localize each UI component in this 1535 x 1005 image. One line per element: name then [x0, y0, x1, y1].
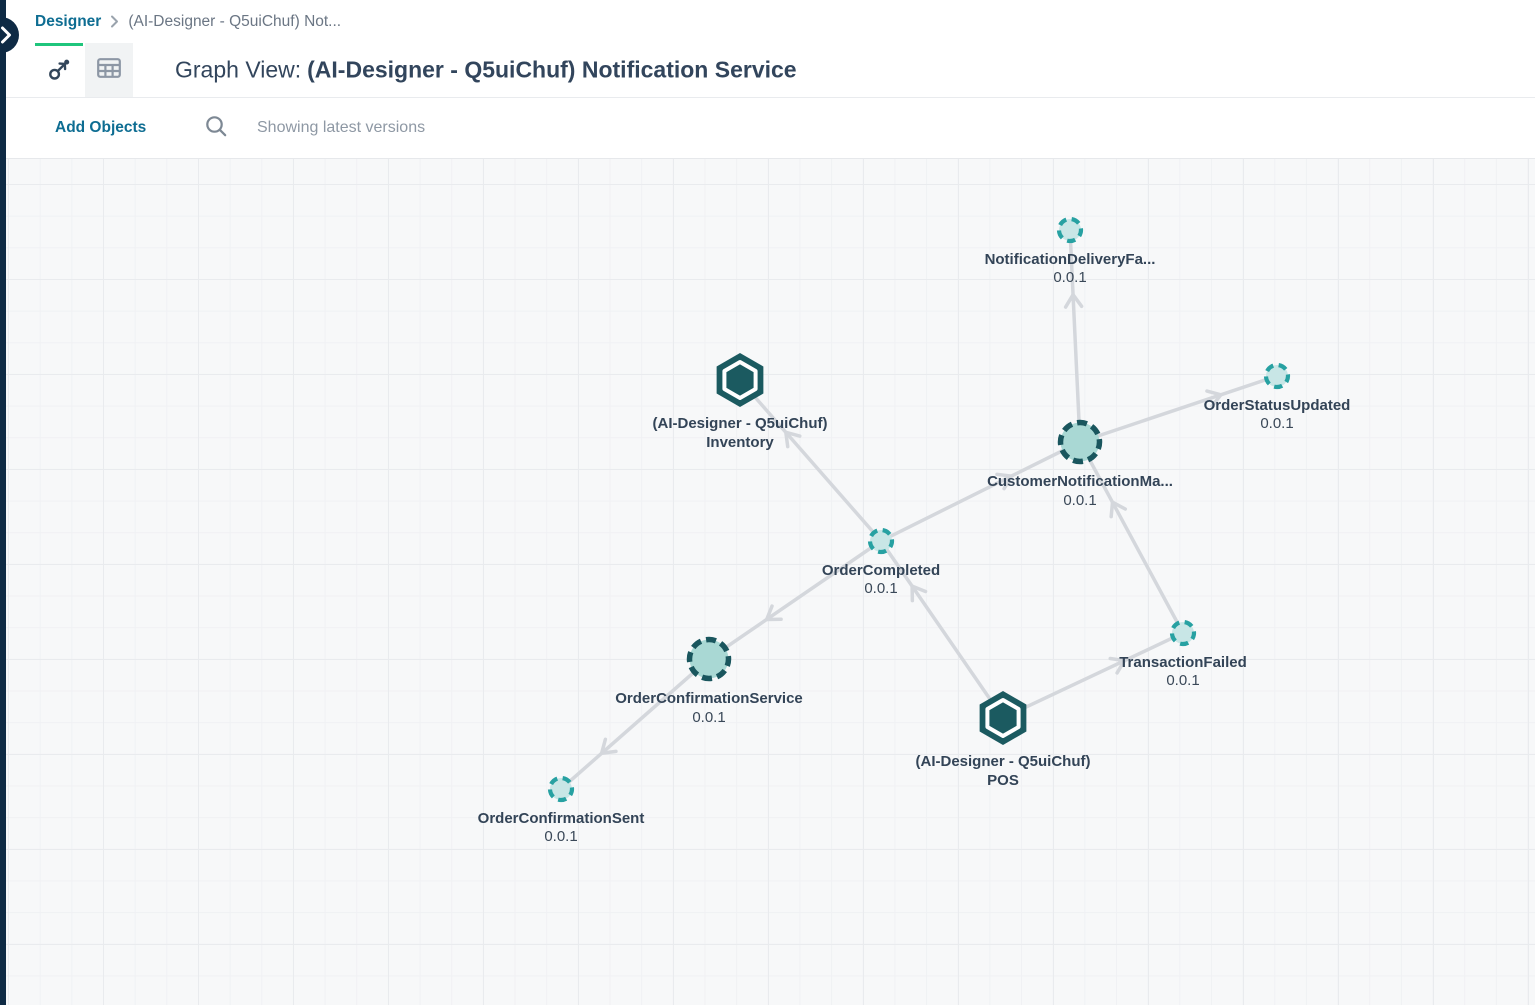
table-icon: [97, 57, 121, 83]
sidebar-expand-button[interactable]: [0, 17, 19, 53]
breadcrumb-root-designer[interactable]: Designer: [35, 12, 102, 30]
graph-icon: [48, 58, 71, 86]
node-pos[interactable]: [979, 691, 1027, 745]
search-icon: [204, 114, 229, 142]
breadcrumb-current: (AI-Designer - Q5uiChuf) Not...: [128, 12, 342, 30]
node-order-confirmation-sent[interactable]: [547, 775, 575, 803]
hexagon-node-icon: [716, 353, 764, 407]
breadcrumb: Designer (AI-Designer - Q5uiChuf) Not...: [6, 0, 1535, 43]
nodes-layer: [547, 216, 1291, 803]
event-node-icon: [547, 775, 575, 803]
event-node-icon: [1263, 362, 1291, 390]
tab-graph-view[interactable]: [35, 43, 83, 97]
event-node-icon: [867, 527, 895, 555]
tab-bar: Graph View:(AI-Designer - Q5uiChuf) Noti…: [6, 43, 1535, 98]
tab-table-view[interactable]: [85, 43, 133, 97]
version-filter-status: Showing latest versions: [257, 118, 426, 136]
node-transaction-failed[interactable]: [1169, 619, 1197, 647]
node-order-completed[interactable]: [867, 527, 895, 555]
event-node-icon: [1056, 216, 1084, 244]
add-objects-button[interactable]: Add Objects: [55, 118, 147, 136]
graph-canvas[interactable]: [6, 158, 1535, 1005]
service-node-icon: [686, 636, 732, 682]
node-order-confirmation-service[interactable]: [686, 636, 732, 682]
header: Designer (AI-Designer - Q5uiChuf) Not...: [6, 0, 1535, 158]
left-rail: [0, 0, 6, 1005]
breadcrumb-chevron-icon: [110, 15, 119, 28]
node-order-status-updated[interactable]: [1263, 362, 1291, 390]
node-notification-delivery-fa[interactable]: [1056, 216, 1084, 244]
node-inventory[interactable]: [716, 353, 764, 407]
node-customer-notification-ma[interactable]: [1057, 419, 1103, 465]
hexagon-node-icon: [979, 691, 1027, 745]
toolbar: Add Objects Showing latest versions: [6, 98, 1535, 157]
event-node-icon: [1169, 619, 1197, 647]
page-title-prefix: Graph View:: [175, 56, 302, 83]
page-title: Graph View:(AI-Designer - Q5uiChuf) Noti…: [175, 57, 797, 84]
service-node-icon: [1057, 419, 1103, 465]
search-button[interactable]: [204, 114, 229, 142]
page-title-object-name: (AI-Designer - Q5uiChuf) Notification Se…: [307, 56, 797, 83]
